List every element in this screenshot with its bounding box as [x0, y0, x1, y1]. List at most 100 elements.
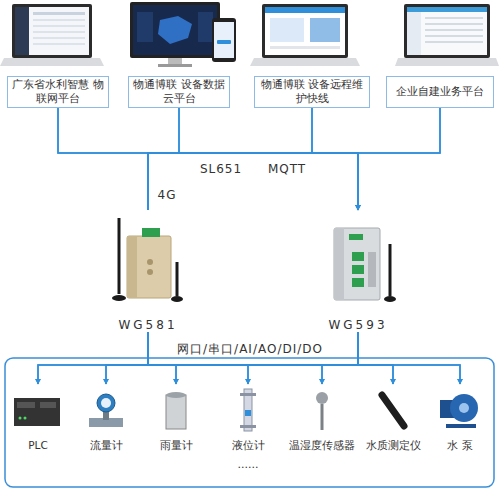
- flowmeter-illustration: [89, 394, 123, 427]
- plc-terminal: [17, 402, 35, 408]
- plc-terminal: [40, 402, 56, 408]
- node-text: 物通博联 设备数据云平台: [132, 78, 226, 107]
- screen-frame: [404, 4, 490, 58]
- monitor-illustration: [130, 2, 236, 67]
- node-text: WG581: [118, 318, 177, 332]
- terminal-block: [142, 228, 160, 237]
- laptop-illustration: [250, 4, 360, 66]
- node-text: 雨量计: [160, 439, 193, 452]
- node-text: PLC: [28, 439, 48, 452]
- raingauge-illustration: [166, 392, 186, 429]
- gateway-device: WG581: [110, 210, 186, 332]
- stand-base: [158, 64, 192, 67]
- interface-label: 网口/串口/AI/AO/DI/DO: [160, 341, 340, 358]
- pump-base: [446, 424, 476, 428]
- antenna: [176, 262, 179, 296]
- device-body: [334, 228, 380, 300]
- indicator: [147, 259, 153, 265]
- connector: [38, 332, 358, 384]
- header-bar: [265, 7, 345, 13]
- field-device: 水质测定仪: [363, 384, 423, 452]
- plc-body: [14, 398, 60, 426]
- flange: [240, 425, 256, 428]
- device-side: [334, 228, 344, 300]
- screen: [133, 5, 217, 55]
- gateway-illustration: [112, 218, 183, 302]
- protocol-label: SL651: [196, 162, 246, 176]
- field-device: 流量计: [76, 384, 136, 452]
- antenna: [389, 244, 392, 296]
- connector: [58, 108, 148, 210]
- laptop-illustration: [395, 4, 499, 66]
- map-shape: [158, 16, 192, 44]
- connector: [358, 332, 393, 384]
- screen: [15, 7, 89, 55]
- connector: [148, 332, 393, 384]
- connector: [38, 332, 148, 384]
- connector: [179, 108, 358, 210]
- row: [33, 43, 85, 45]
- network-label: 4G: [152, 188, 182, 202]
- row: [270, 46, 340, 49]
- sensor-probe: [321, 404, 324, 430]
- flange: [240, 393, 256, 396]
- connector: [106, 332, 148, 384]
- float: [245, 410, 251, 416]
- node-text: 广东省水利智慧 物联网平台: [11, 78, 105, 107]
- laptop-base: [0, 58, 104, 66]
- connector: [358, 332, 460, 384]
- sidebar: [407, 12, 421, 55]
- meter-dial: [101, 398, 111, 408]
- node-text: 物通博联 设备远程维护快线: [258, 78, 366, 107]
- row: [425, 17, 483, 19]
- antenna-base: [384, 296, 396, 302]
- connector: [322, 332, 358, 384]
- antenna-base: [171, 296, 183, 302]
- field-device: 水 泵: [430, 384, 490, 452]
- levelmeter-illustration: [240, 389, 256, 431]
- node-text: 水 泵: [447, 439, 472, 452]
- antenna: [118, 218, 121, 294]
- pump-illustration: [440, 394, 478, 428]
- platform-box: 企业自建业务平台: [386, 76, 494, 108]
- banner: [270, 18, 304, 42]
- ellipsis-label: ......: [218, 458, 278, 471]
- connector: [148, 108, 440, 210]
- connector: [58, 108, 358, 210]
- sensor-illustration: [316, 392, 328, 430]
- node-text: 流量计: [90, 439, 123, 452]
- row: [33, 12, 85, 15]
- gauge-top: [166, 392, 186, 398]
- connector: [106, 332, 358, 384]
- device-body: [127, 236, 171, 298]
- probe-body: [382, 395, 404, 426]
- laptop-illustration: [0, 4, 104, 66]
- row: [33, 37, 85, 39]
- panel: [198, 12, 213, 42]
- node-text: 温湿度传感器: [289, 439, 355, 452]
- gauge-body: [166, 395, 186, 429]
- screen: [265, 7, 345, 55]
- node-text: 企业自建业务平台: [396, 85, 484, 99]
- row: [33, 19, 85, 21]
- connector: [148, 332, 248, 384]
- pump-hub: [459, 403, 469, 413]
- meter-head: [97, 394, 115, 412]
- connector: [248, 332, 358, 384]
- terminal-block: [349, 234, 363, 240]
- platform-box: 物通博联 设备数据云平台: [128, 76, 230, 108]
- antenna-base: [112, 295, 126, 301]
- stand: [168, 58, 182, 64]
- phone-screen: [214, 22, 234, 58]
- row: [33, 25, 85, 27]
- connector: [148, 332, 322, 384]
- connector: [312, 108, 358, 210]
- node-text: 水质测定仪: [366, 439, 421, 452]
- node-text: WG593: [328, 318, 387, 332]
- ethernet-port: [352, 278, 364, 287]
- screen-frame: [262, 4, 348, 58]
- banner: [310, 18, 340, 42]
- laptop-base: [250, 58, 360, 66]
